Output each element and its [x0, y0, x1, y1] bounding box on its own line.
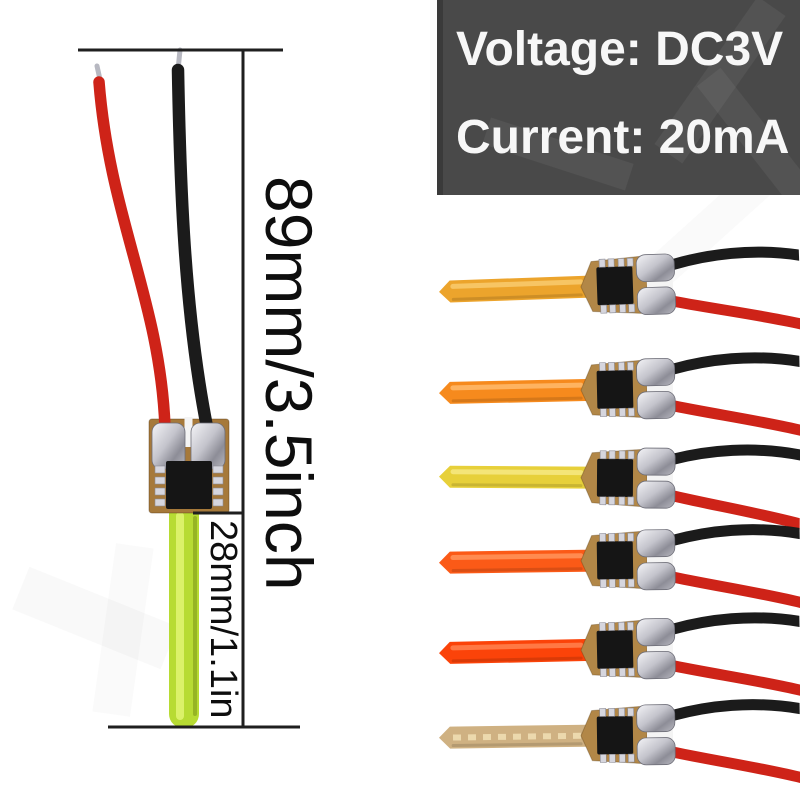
led-module-photo — [439, 352, 800, 437]
driver-ic-chip — [596, 541, 634, 580]
filament — [439, 724, 587, 749]
red-wire — [670, 296, 800, 330]
solder-joint-bottom — [636, 286, 677, 316]
filament-shade — [451, 567, 583, 573]
red-wire — [669, 400, 800, 437]
main-led-candle-photo — [78, 47, 300, 729]
ic-pads — [599, 532, 635, 588]
dimension-lines — [78, 48, 300, 729]
red-wire — [93, 76, 171, 433]
pcb-notch — [184, 417, 193, 447]
solder-joint-bottom — [636, 650, 676, 680]
led-module-red-orange — [432, 594, 800, 706]
ic-pads — [599, 707, 635, 763]
spec-box: Voltage: DC3V Current: 20mA — [437, 0, 800, 195]
filament-highlight — [450, 553, 584, 561]
driver-ic-chip — [596, 630, 634, 669]
current-spec-text: Current: 20mA — [456, 111, 790, 164]
solder-joint-top — [635, 253, 675, 283]
filament-led-chips — [452, 732, 582, 741]
driver-ic-chip — [596, 716, 634, 755]
filament-highlight — [450, 279, 584, 289]
led-module-yellow — [433, 425, 800, 532]
driver-ic-chip — [166, 461, 212, 509]
black-wire — [666, 246, 800, 271]
red-wire — [669, 490, 800, 530]
filament-shade — [451, 293, 583, 301]
led-module-orange-red — [432, 506, 800, 615]
filament-highlight — [450, 382, 584, 391]
pcb-notch — [646, 473, 674, 484]
black-wire — [667, 524, 800, 546]
solder-joint-bottom — [636, 390, 676, 420]
solder-joint-top — [636, 447, 676, 476]
black-wire — [667, 444, 800, 465]
filament-highlight — [450, 469, 584, 476]
ic-pads — [599, 621, 635, 678]
led-module-warm-white-off — [432, 681, 800, 790]
filament-shade — [451, 656, 583, 663]
solder-joint-bottom — [636, 562, 676, 591]
filament-length-label: 28mm/1.1in — [202, 520, 244, 719]
led-module-orange — [432, 334, 800, 446]
solder-joint-top — [636, 617, 676, 647]
driver-ic-chip — [596, 266, 634, 306]
led-module-photo — [439, 524, 800, 609]
driver-ic-chip — [596, 458, 634, 497]
red-wire — [669, 660, 800, 697]
led-module-photo — [439, 246, 800, 330]
voltage-spec-text: Voltage: DC3V — [456, 23, 784, 76]
solder-joint-top — [636, 357, 676, 387]
filament-highlight — [450, 642, 584, 651]
black-wire — [667, 699, 800, 721]
black-wire — [667, 352, 800, 375]
black-wire — [667, 612, 800, 635]
filament-shade — [451, 396, 583, 403]
led-module-amber — [431, 227, 800, 344]
red-wire — [669, 746, 800, 784]
driver-ic-chip — [596, 370, 634, 409]
solder-joint-top — [636, 704, 676, 733]
solder-joint-bottom — [636, 737, 676, 766]
ic-pads — [599, 361, 635, 418]
filament-shade — [451, 742, 583, 748]
ic-pads — [599, 450, 635, 506]
solder-joint-bottom — [636, 480, 676, 509]
red-wire — [669, 571, 800, 609]
ic-pads — [598, 257, 636, 314]
color-variant-modules — [433, 0, 800, 800]
total-length-label: 89mm/3.5inch — [252, 176, 326, 591]
filament-shade — [451, 483, 583, 488]
solder-joint-top — [636, 529, 676, 558]
led-module-photo — [439, 612, 800, 697]
ic-pads — [154, 465, 224, 507]
black-wire — [171, 63, 214, 434]
led-module-photo — [439, 699, 800, 784]
led-module-photo — [439, 444, 800, 530]
